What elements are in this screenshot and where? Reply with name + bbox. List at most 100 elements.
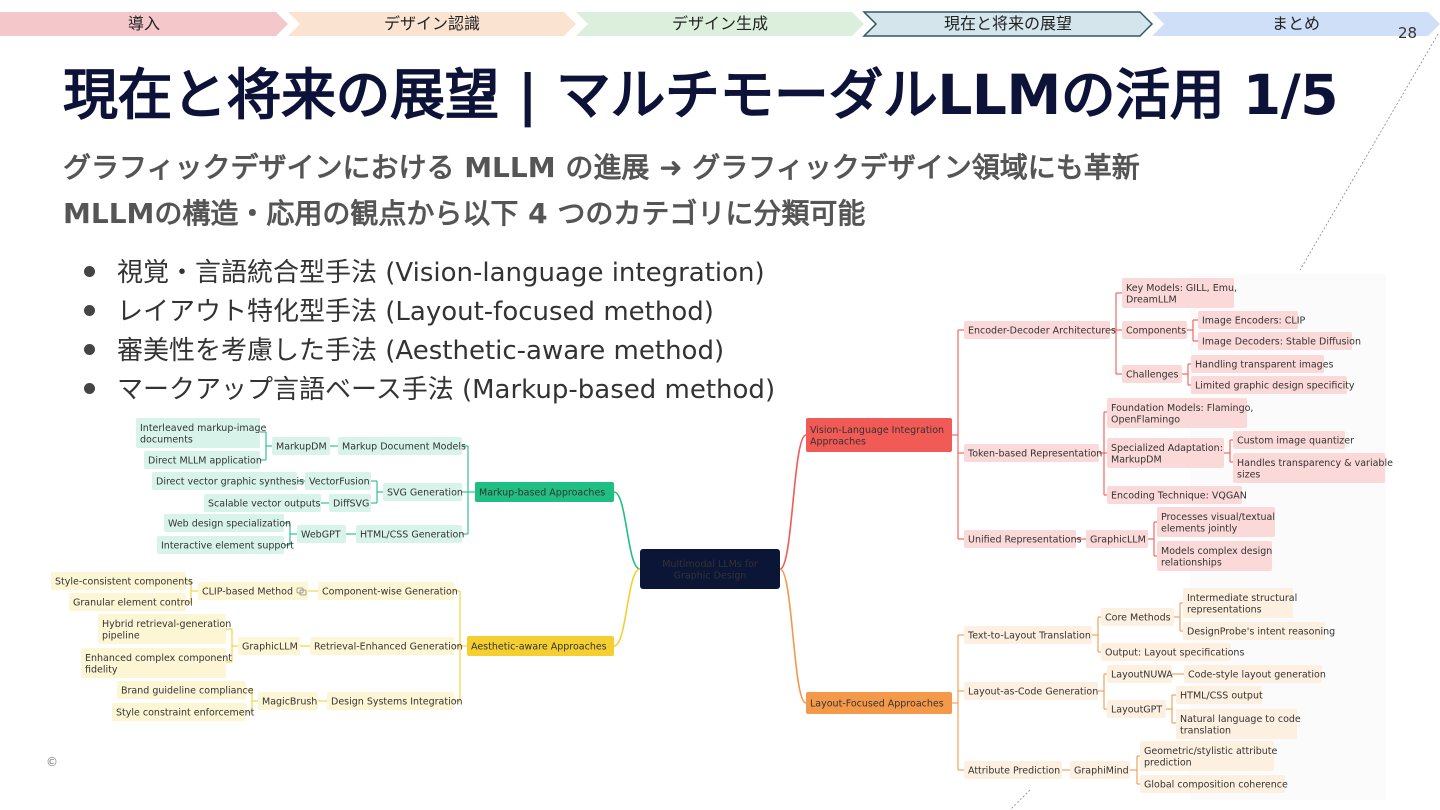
- node-style-constraint: Style constraint enforcement: [116, 708, 255, 719]
- node-graphimind: GraphiMind: [1074, 766, 1129, 777]
- node-output-layout-box: [1101, 643, 1231, 661]
- node-layoutgpt-box: [1107, 700, 1166, 718]
- node-components: Components: [1126, 326, 1186, 337]
- node-design-systems: Design Systems Integration: [331, 697, 463, 708]
- node-graphicllm-aesthetic: GraphicLLM: [242, 642, 298, 653]
- subtitle-line-2: MLLMの構造・応用の観点から以下 4 つのカテゴリに分類可能: [63, 197, 866, 230]
- page-title: 現在と将来の展望 | マルチモーダルLLMの活用 1/5: [63, 63, 1338, 127]
- node-limited-specificity: Limited graphic design specificity: [1195, 381, 1355, 392]
- node-webgpt: WebGPT: [301, 530, 341, 541]
- node-token-based-box: [964, 444, 1099, 462]
- node-aesthetic-aware: Aesthetic-aware Approaches: [471, 642, 607, 653]
- node-foundation-models: Foundation Models: Flamingo,: [1111, 403, 1253, 414]
- breadcrumb-arrow-4: [862, 11, 1154, 37]
- bullet-dot-icon: [84, 266, 95, 277]
- node-specialized-adaptation: MarkupDM: [1111, 454, 1162, 465]
- bullet-text: レイアウト特化型手法 (Layout-focused method): [117, 297, 714, 327]
- node-interleaved-documents: Interleaved markup-image: [140, 423, 267, 434]
- node-layout-focused-box: [806, 692, 952, 714]
- breadcrumb-item-design-recognition[interactable]: デザイン認識: [383, 14, 480, 33]
- category-bullet-list: 視覚・言語統合型手法 (Vision-language integration)…: [84, 254, 775, 410]
- node-custom-quantizer: Custom image quantizer: [1237, 436, 1354, 447]
- node-text-to-layout-box: [964, 626, 1092, 644]
- node-style-constraint-box: [112, 703, 246, 721]
- node-graphicllm-aesthetic-box: [238, 637, 300, 655]
- bullet-dot-icon: [84, 344, 95, 355]
- node-granular-control-box: [69, 593, 186, 611]
- node-interactive-support: Interactive element support: [161, 541, 294, 552]
- node-intermediate-representations: representations: [1187, 604, 1262, 615]
- node-attribute-prediction-box: [964, 761, 1062, 779]
- breadcrumb-arrow-3: [576, 12, 864, 36]
- node-unified-representations-box: [964, 530, 1076, 548]
- page-number: 28: [1398, 24, 1418, 42]
- node-challenges: Challenges: [1126, 370, 1178, 381]
- node-natural-language-box: [1176, 709, 1297, 739]
- mindmap-connector: [613, 491, 641, 570]
- node-designprobe-box: [1183, 622, 1325, 640]
- node-handles-transparency: Handles transparency & variable: [1237, 458, 1393, 469]
- breadcrumb-arrow-5: [1152, 12, 1440, 36]
- node-markupdm: MarkupDM: [276, 442, 327, 453]
- node-intermediate-representations-box: [1183, 588, 1293, 618]
- node-image-decoders: Image Decoders: Stable Diffusion: [1202, 337, 1361, 348]
- node-hybrid-retrieval: Hybrid retrieval-generation: [102, 619, 231, 630]
- node-token-based: Token-based Representation: [967, 449, 1102, 460]
- node-core-methods: Core Methods: [1105, 613, 1171, 624]
- node-unified-representations: Unified Representations: [968, 535, 1082, 546]
- node-models-relationships: Models complex design: [1161, 546, 1272, 557]
- node-web-design: Web design specialization: [168, 519, 291, 530]
- node-models-relationships: relationships: [1161, 557, 1222, 568]
- node-layoutnuwa: LayoutNUWA: [1111, 670, 1173, 681]
- node-enhanced-fidelity: Enhanced complex component: [85, 653, 232, 664]
- node-html-css-generation: HTML/CSS Generation: [360, 530, 464, 541]
- node-graphicllm-vision: GraphicLLM: [1090, 535, 1146, 546]
- mindmap-root-node: Multimodal LLMs for: [662, 559, 758, 570]
- breadcrumb-item-intro[interactable]: 導入: [127, 14, 160, 33]
- node-diffsvg-box: [329, 494, 371, 512]
- bullet-item: 審美性を考慮した手法 (Aesthetic-aware method): [84, 332, 775, 371]
- bullet-dot-icon: [84, 305, 95, 316]
- mindmap-connector: [779, 568, 807, 704]
- node-geometric-attribute-box: [1140, 741, 1274, 771]
- node-webgpt-box: [297, 525, 346, 543]
- node-encoding-technique-box: [1107, 486, 1242, 504]
- node-key-models: DreamLLM: [1126, 294, 1177, 305]
- node-granular-control: Granular element control: [73, 598, 193, 609]
- node-custom-quantizer-box: [1233, 431, 1345, 449]
- node-designprobe: DesignProbe's intent reasoning: [1187, 627, 1335, 638]
- node-hybrid-retrieval: pipeline: [102, 630, 140, 641]
- breadcrumb-item-design-generation[interactable]: デザイン生成: [671, 14, 768, 33]
- mindmap-root-node: Graphic Design: [674, 570, 747, 581]
- node-natural-language: translation: [1180, 725, 1231, 736]
- node-markup-document-models: Markup Document Models: [342, 442, 466, 453]
- node-component-wise-box: [318, 582, 454, 600]
- node-direct-vector-box: [152, 472, 297, 490]
- node-image-encoders-box: [1198, 311, 1298, 329]
- bullet-text: 視覚・言語統合型手法 (Vision-language integration): [117, 258, 765, 288]
- node-layout-focused: Layout-Focused Approaches: [810, 699, 944, 710]
- node-processes-jointly-box: [1157, 507, 1275, 537]
- node-style-consistent-box: [51, 572, 186, 590]
- node-html-css-output-box: [1176, 686, 1262, 704]
- node-processes-jointly: elements jointly: [1161, 523, 1238, 534]
- bullet-item: 視覚・言語統合型手法 (Vision-language integration): [84, 254, 775, 293]
- breadcrumb-item-outlook[interactable]: 現在と将来の展望: [943, 14, 1072, 33]
- node-markupdm-box: [272, 437, 330, 455]
- node-encoder-decoder-box: [964, 321, 1110, 339]
- node-global-composition-box: [1140, 775, 1285, 793]
- node-graphicllm-vision-box: [1086, 530, 1148, 548]
- node-limited-specificity-box: [1191, 376, 1347, 394]
- node-layout-as-code: Layout-as-Code Generation: [968, 687, 1098, 698]
- breadcrumb-item-summary[interactable]: まとめ: [1271, 14, 1320, 33]
- node-layoutgpt: LayoutGPT: [1111, 705, 1162, 716]
- node-magicbrush: MagicBrush: [262, 697, 317, 708]
- node-code-style: Code-style layout generation: [1188, 670, 1326, 681]
- breadcrumb-arrows: [0, 11, 1440, 37]
- node-style-consistent: Style-consistent components: [55, 577, 193, 588]
- node-interleaved-documents: documents: [140, 434, 193, 445]
- node-code-style-box: [1184, 665, 1322, 683]
- node-processes-jointly: Processes visual/textual: [1161, 512, 1275, 523]
- node-magicbrush-box: [258, 692, 318, 710]
- node-handles-transparency: sizes: [1237, 469, 1260, 480]
